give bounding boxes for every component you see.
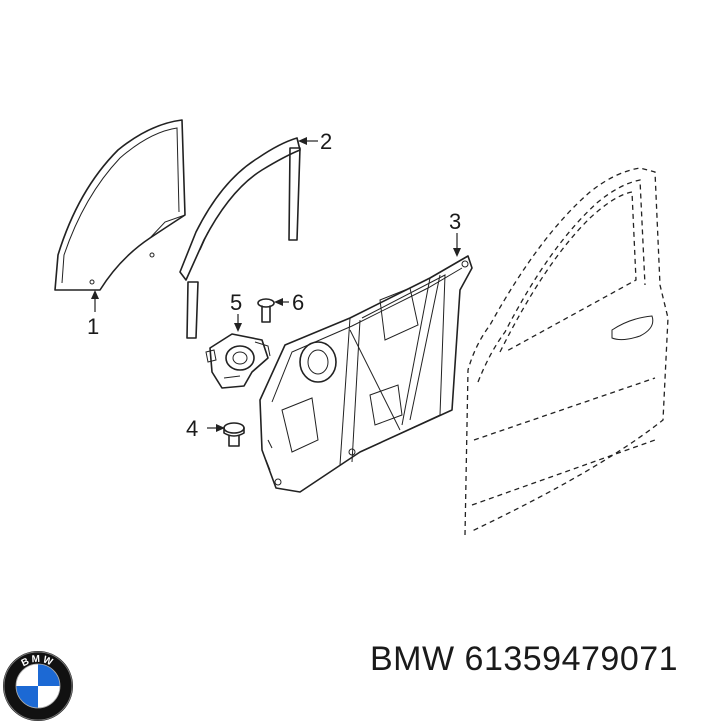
logo-text: BMW [20,654,56,669]
callout-6: 6 [292,290,304,315]
part-5-window-motor [205,333,271,389]
door-shell [464,167,669,536]
callout-2: 2 [320,129,332,154]
part-caption: BMW 61359479071 [370,640,678,679]
part-number: 61359479071 [464,640,679,678]
part-4-bolt [223,422,245,447]
part-1-window-glass [54,119,186,291]
callout-4: 4 [186,416,198,441]
callout-3: 3 [449,209,461,234]
part-2-window-guide-rail [179,137,301,339]
part-3-window-regulator [259,255,473,493]
callout-1: 1 [87,314,99,339]
callout-5: 5 [230,290,242,315]
part-6-screw [257,298,275,323]
bmw-logo: BMW [3,651,73,721]
brand-name: BMW [370,640,455,678]
